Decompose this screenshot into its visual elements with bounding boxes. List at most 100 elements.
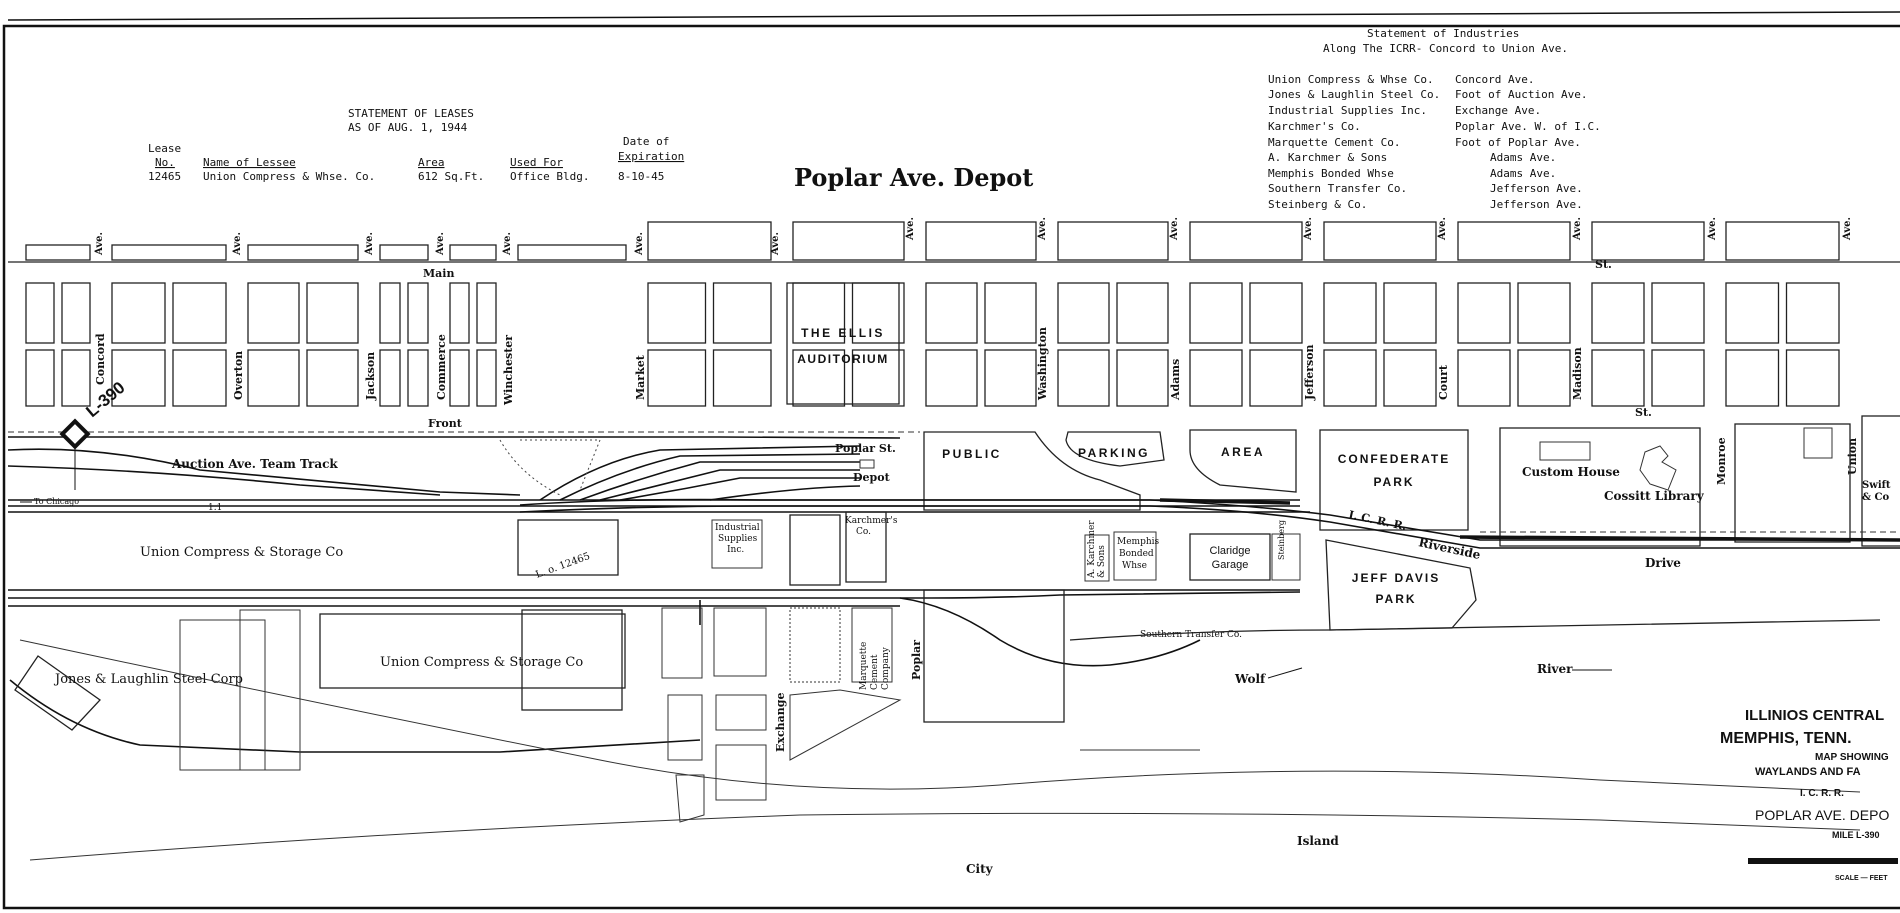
city-block xyxy=(247,349,300,407)
leases-col-exp-2: Expiration xyxy=(618,150,684,163)
city-block xyxy=(1249,349,1303,407)
city-block xyxy=(1383,349,1437,407)
city-block xyxy=(1457,282,1511,344)
city-block xyxy=(306,282,359,344)
marquette-2: Cement xyxy=(870,654,880,690)
city-block xyxy=(792,349,846,407)
jeff-davis-park-block xyxy=(1325,539,1477,631)
north-block xyxy=(449,244,497,261)
ave-jackson: Jackson xyxy=(364,352,377,401)
ave-adams: Adams xyxy=(1169,359,1182,401)
city-block xyxy=(449,349,470,407)
ave-market: Market xyxy=(634,354,647,400)
lease-row-no: 12465 xyxy=(148,170,181,183)
ind-name-6: Memphis Bonded Whse xyxy=(1268,167,1394,180)
city-block xyxy=(111,349,166,407)
swift-label-1: Swift xyxy=(1862,480,1891,491)
lease-row-lessee: Union Compress & Whse. Co. xyxy=(203,170,375,183)
custom-house-label: Custom House xyxy=(1522,465,1620,479)
map-border xyxy=(2,24,1900,910)
river-label: River xyxy=(1537,662,1573,676)
ind-loc-2: Exchange Ave. xyxy=(1455,104,1541,117)
ind-name-2: Industrial Supplies Inc. xyxy=(1268,104,1427,117)
north-block xyxy=(247,244,359,261)
leases-statement: STATEMENT OF LEASES AS OF AUG. 1, 1944 L… xyxy=(148,107,684,183)
svg-text:Ave.: Ave. xyxy=(905,217,916,241)
ave-court: Court xyxy=(1437,364,1450,400)
steinberg-label: Steinberg xyxy=(1277,520,1286,560)
city-block xyxy=(25,282,55,344)
map-title: Poplar Ave. Depot xyxy=(794,163,1033,192)
city-block xyxy=(1189,349,1243,407)
ind-loc-5: Adams Ave. xyxy=(1490,151,1556,164)
city-block xyxy=(1785,282,1840,344)
ellis-auditorium-block xyxy=(786,282,900,405)
svg-text:Ave.: Ave. xyxy=(1169,217,1180,241)
track-mark: 1.1 xyxy=(208,503,222,513)
industry-buildings xyxy=(14,511,1157,823)
street-grid xyxy=(8,221,1900,407)
cossitt-label: Cossitt Library xyxy=(1604,489,1705,503)
swift-block xyxy=(1861,415,1900,547)
city-block xyxy=(25,349,55,407)
tb-line4: WAYLANDS AND FA xyxy=(1755,766,1861,778)
ave-monroe: Monroe xyxy=(1715,437,1728,485)
ave-labels: Ave. Ave. Ave. Ave. Ave. Ave. Ave. Ave. … xyxy=(94,217,1853,256)
ind-name-0: Union Compress & Whse Co. xyxy=(1268,73,1434,86)
svg-text:Ave.: Ave. xyxy=(364,232,375,256)
ave-winchester: Winchester xyxy=(502,335,515,406)
tb-line5: I. C. R. R. xyxy=(1800,788,1844,799)
confederate-park-block xyxy=(1319,429,1469,531)
tb-line2: MEMPHIS, TENN. xyxy=(1720,730,1852,747)
city-block xyxy=(1116,282,1169,344)
city-block xyxy=(61,349,91,407)
north-block xyxy=(517,244,627,261)
city-block xyxy=(1725,349,1780,407)
custom-house-block xyxy=(1499,427,1701,547)
city-block xyxy=(647,349,707,407)
a-karchmer-1: A. Karchmer xyxy=(1087,520,1097,579)
city-block xyxy=(1651,282,1705,344)
parking-label: PARKING xyxy=(1078,446,1150,460)
front-st-label: Front xyxy=(428,417,463,430)
lease-row-used: Office Bldg. xyxy=(510,170,589,183)
city-block xyxy=(984,349,1037,407)
southern-transfer: Southern Transfer Co. xyxy=(1140,630,1242,640)
leases-heading-2: AS OF AUG. 1, 1944 xyxy=(348,121,468,134)
avenue-names: Concord Overton Jackson Commerce Winches… xyxy=(94,327,1859,752)
city-block xyxy=(1591,282,1645,344)
city-block xyxy=(449,282,470,344)
ave-commerce: Commerce xyxy=(435,334,448,400)
city-block xyxy=(925,282,978,344)
parking-block xyxy=(1065,431,1165,467)
ind-name-8: Steinberg & Co. xyxy=(1268,198,1367,211)
union-compress-2-label: Union Compress & Storage Co xyxy=(380,655,583,670)
ellis-label-2: AUDITORIUM xyxy=(797,352,888,366)
industries-heading-2: Along The ICRR- Concord to Union Ave. xyxy=(1323,42,1568,55)
north-block xyxy=(1189,221,1303,261)
tb-scale: SCALE — FEET xyxy=(1835,875,1888,882)
city-block xyxy=(407,349,429,407)
lease-track-label: L. o. 12465 xyxy=(534,551,591,581)
ave-poplar: Poplar xyxy=(910,640,923,680)
city-block xyxy=(1785,349,1840,407)
city-block xyxy=(476,282,497,344)
ave-jefferson: Jefferson xyxy=(1303,344,1316,401)
north-block xyxy=(379,244,429,261)
leases-heading-1: STATEMENT OF LEASES xyxy=(348,107,474,120)
leases-col-exp-1: Date of xyxy=(623,135,669,148)
ind-name-5: A. Karchmer & Sons xyxy=(1268,151,1387,164)
city-block xyxy=(712,349,772,407)
city-block xyxy=(1323,349,1377,407)
jeff-davis-label-1: JEFF DAVIS xyxy=(1352,571,1440,585)
city-block xyxy=(1651,349,1705,407)
city-block xyxy=(925,349,978,407)
city-block xyxy=(379,349,401,407)
marquette-3: Company xyxy=(881,646,891,690)
north-block xyxy=(647,221,772,261)
north-block xyxy=(1057,221,1169,261)
city-label: City xyxy=(966,862,994,876)
north-block xyxy=(1457,221,1571,261)
area-label: AREA xyxy=(1221,445,1265,459)
ind-name-4: Marquette Cement Co. xyxy=(1268,136,1400,149)
